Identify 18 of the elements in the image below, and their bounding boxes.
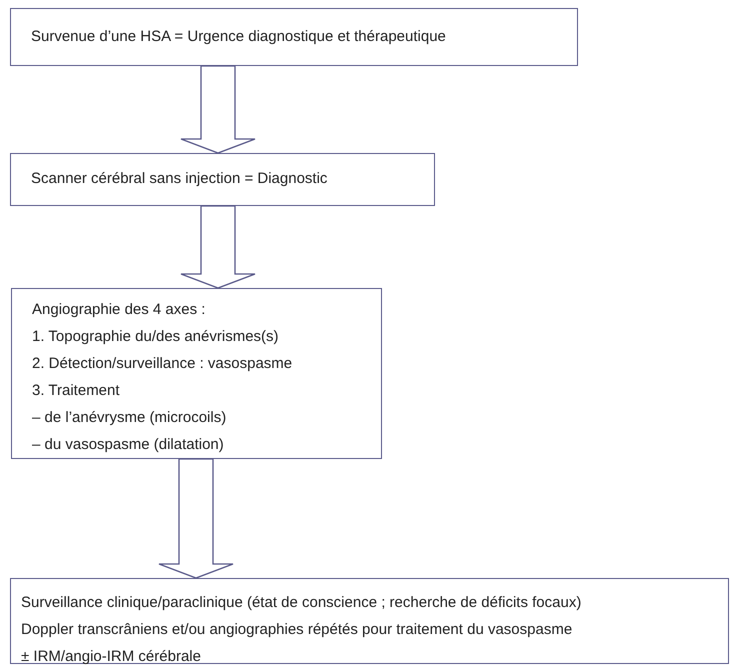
box-text: – de l’anévrysme (microcoils) (32, 408, 228, 428)
box-text: 1. Topographie du/des anévrismes(s) (32, 327, 280, 347)
box-text: 3. Traitement (32, 381, 121, 401)
box-text: ± IRM/angio-IRM cérébrale (21, 647, 202, 666)
box-text: – du vasospasme (dilatation) (32, 435, 225, 455)
process-box (10, 153, 435, 206)
block-arrow (180, 65, 256, 154)
block-arrow (158, 458, 234, 579)
process-box (11, 288, 382, 459)
box-heading: Angiographie des 4 axes : (32, 300, 206, 320)
box-text: Doppler transcrâniens et/ou angiographies répétés pour traitement du vasospasme (21, 620, 574, 640)
box-text: Survenue d’une HSA = Urgence diagnostique et thérapeutique (31, 27, 447, 47)
block-arrow (180, 205, 256, 289)
process-box (10, 8, 578, 66)
box-text: Scanner cérébral sans injection = Diagnostic (31, 169, 328, 189)
box-text: Surveillance clinique/paraclinique (état de conscience ; recherche de déficits focaux) (21, 593, 582, 613)
box-text: 2. Détection/surveillance : vasospasme (32, 354, 294, 374)
process-box (10, 578, 729, 664)
